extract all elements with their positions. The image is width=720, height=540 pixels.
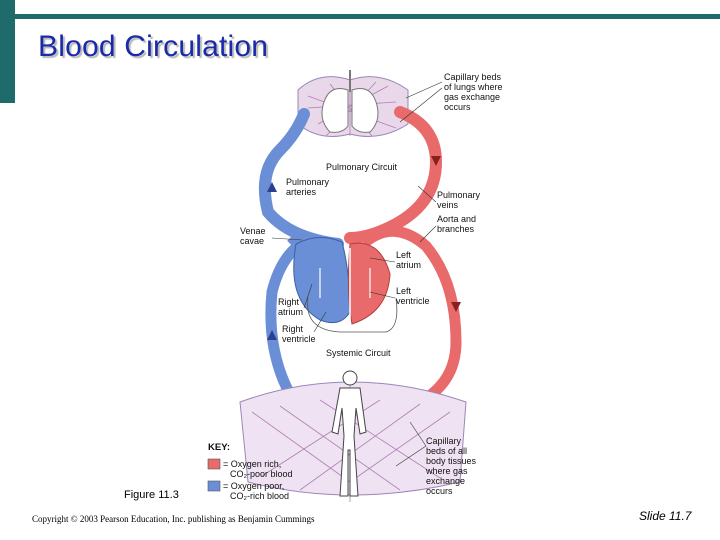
copyright-notice: Copyright © 2003 Pearson Education, Inc.… (32, 514, 315, 524)
figure-label: Figure 11.3 (124, 489, 179, 501)
systemic-circuit-outline (307, 297, 398, 333)
label-pulmonary-circuit: Pulmonary Circuit (326, 162, 398, 172)
key-oxygen-poor: = Oxygen poor,CO₂-rich blood (223, 481, 289, 501)
flow-arrows (267, 156, 461, 340)
leader-lines (271, 81, 443, 467)
key-oxygen-rich: = Oxygen rich,CO₂-poor blood (223, 459, 293, 479)
human-figure-icon (331, 370, 367, 497)
heart-icon (293, 237, 391, 325)
key-swatch-oxygen-poor (207, 480, 221, 492)
label-systemic-circuit: Systemic Circuit (326, 348, 391, 358)
key-title: KEY: (208, 442, 230, 453)
pulmonary-artery-vessel (258, 108, 344, 250)
slide-title: Blood Circulation (38, 30, 269, 63)
diagram-key: KEY: = Oxygen rich,CO₂-poor blood = Oxyg… (207, 442, 293, 501)
key-swatch-oxygen-rich (207, 458, 221, 470)
top-accent-bar (0, 14, 720, 19)
slide-number: Slide 11.7 (639, 509, 692, 523)
lungs-icon (321, 70, 379, 133)
left-accent-bar (0, 0, 15, 103)
aorta-vessel (362, 225, 462, 408)
venae-cavae-vessel (265, 234, 314, 404)
